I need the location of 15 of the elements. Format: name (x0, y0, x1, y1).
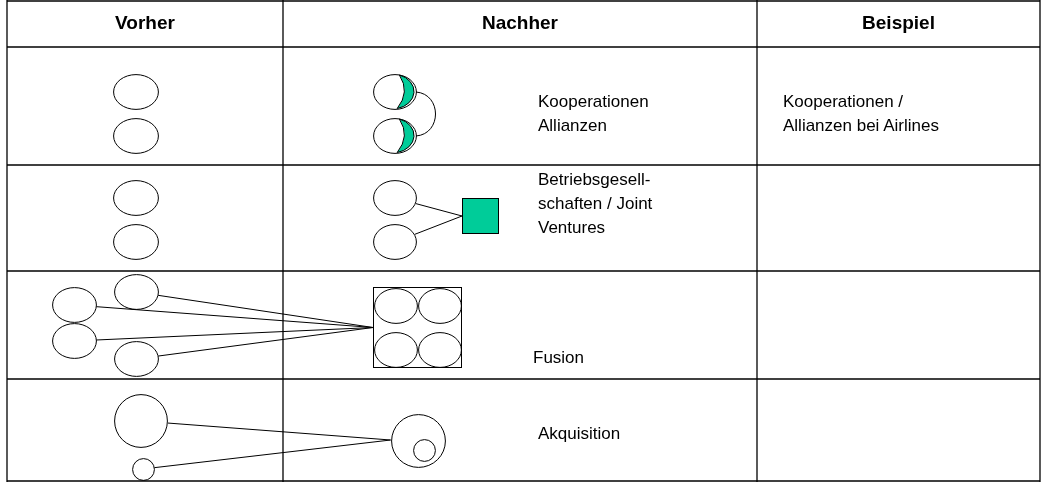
row-label: Kooperationen Allianzen (538, 91, 650, 137)
row-label: Betriebsgesell- schaften / Joint Ventures (538, 169, 654, 239)
column-header: Nachher (481, 11, 559, 35)
column-header: Beispiel (861, 11, 936, 35)
connector-line (415, 91, 436, 137)
example-text: Kooperationen / Allianzen bei Airlines (783, 91, 940, 137)
row-label: Fusion (533, 347, 586, 369)
connector-line (157, 327, 374, 357)
connector-line (415, 203, 463, 217)
connector-line (157, 294, 374, 328)
row-label: Akquisition (538, 423, 622, 445)
connector-line (153, 439, 392, 469)
connector-line (167, 422, 392, 441)
column-header: Vorher (114, 11, 176, 35)
connector-line (414, 215, 463, 235)
